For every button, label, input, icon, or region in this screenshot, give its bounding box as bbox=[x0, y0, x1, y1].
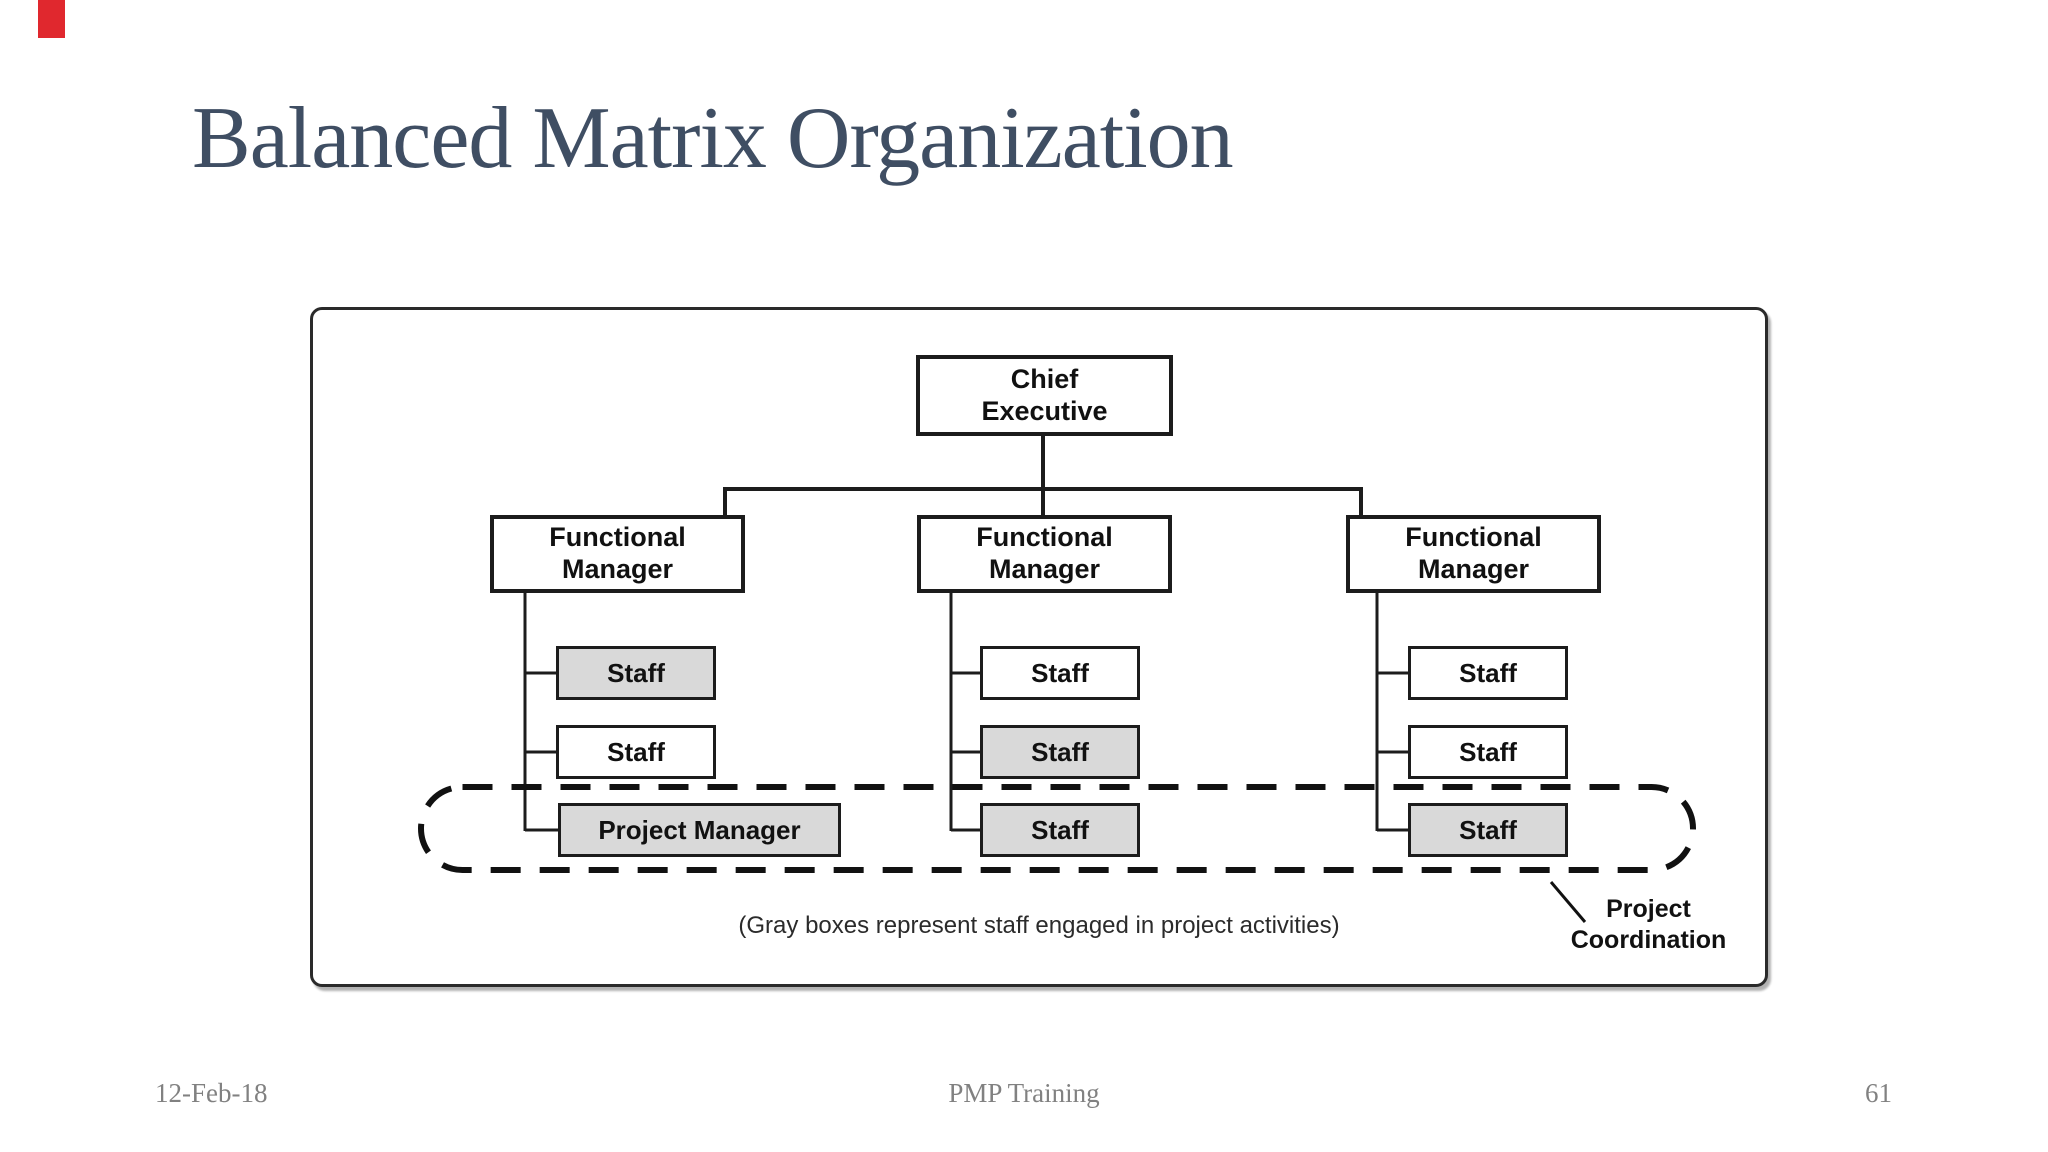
column1-staff-2-box: Staff bbox=[556, 725, 716, 779]
footer-course-name: PMP Training bbox=[948, 1078, 1100, 1108]
functional-manager-1-box: Functional Manager bbox=[490, 515, 745, 593]
column3-staff-1-box: Staff bbox=[1408, 646, 1568, 700]
column2-staff-1-box: Staff bbox=[980, 646, 1140, 700]
chief-executive-box: Chief Executive bbox=[916, 355, 1173, 436]
column3-staff-3-box: Staff bbox=[1408, 803, 1568, 857]
functional-manager-2-box: Functional Manager bbox=[917, 515, 1172, 593]
slide-title: Balanced Matrix Organization bbox=[192, 90, 1234, 187]
red-accent-mark bbox=[38, 0, 65, 38]
column1-staff-1-box: Staff bbox=[556, 646, 716, 700]
column1-project-manager-box: Project Manager bbox=[558, 803, 841, 857]
connector-lines bbox=[418, 436, 1696, 923]
column3-staff-2-box: Staff bbox=[1408, 725, 1568, 779]
footer-date: 12-Feb-18 bbox=[155, 1078, 268, 1108]
project-coordination-boundary bbox=[418, 784, 1696, 873]
coordination-pointer-line bbox=[1549, 881, 1587, 923]
footer-page-number: 61 bbox=[1865, 1078, 1892, 1108]
gray-boxes-caption: (Gray boxes represent staff engaged in p… bbox=[738, 912, 1340, 939]
project-coordination-label: Project Coordination bbox=[1570, 895, 1727, 955]
column2-staff-3-box: Staff bbox=[980, 803, 1140, 857]
functional-manager-3-box: Functional Manager bbox=[1346, 515, 1601, 593]
column2-staff-2-box: Staff bbox=[980, 725, 1140, 779]
org-chart-frame: Chief Executive Functional Manager Funct… bbox=[310, 307, 1768, 987]
